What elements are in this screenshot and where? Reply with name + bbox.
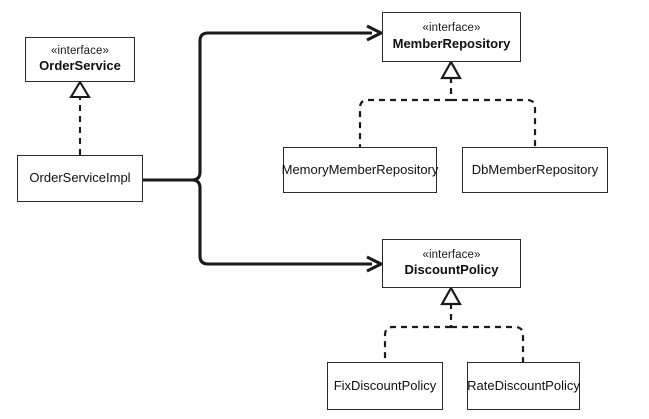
open-arrow-icon — [366, 24, 385, 42]
realization-dashed-branch-right — [451, 98, 537, 147]
class-box-order-service-impl[interactable]: OrderServiceImpl — [17, 155, 143, 202]
class-name-label: MemberRepository — [392, 35, 511, 51]
realization-dashed-branch-right — [451, 325, 525, 362]
class-name-label: DbMemberRepository — [471, 161, 599, 177]
class-name-label: OrderServiceImpl — [29, 170, 131, 186]
edge-order-service-impl-to-discount-policy — [143, 178, 385, 273]
hollow-triangle-icon — [440, 59, 462, 80]
class-box-fix-discount-policy[interactable]: FixDiscountPolicy — [327, 362, 443, 410]
class-name-label: OrderService — [39, 58, 121, 74]
open-arrow-icon — [366, 255, 385, 273]
class-box-rate-discount-policy[interactable]: RateDiscountPolicy — [467, 362, 580, 410]
class-box-db-member-repository[interactable]: DbMemberRepository — [462, 147, 608, 193]
edge-member-repository-implementations — [358, 59, 537, 147]
realization-dashed-branch-left — [383, 325, 451, 362]
class-box-order-service[interactable]: «interface» OrderService — [25, 37, 135, 82]
class-name-label: DiscountPolicy — [404, 262, 499, 278]
class-box-member-repository[interactable]: «interface» MemberRepository — [382, 12, 521, 62]
class-name-label: FixDiscountPolicy — [333, 377, 437, 393]
class-name-label: MemoryMemberRepository — [281, 161, 439, 177]
realization-dashed-branch-left — [358, 98, 451, 147]
hollow-triangle-icon — [440, 285, 462, 306]
stereotype-label: «interface» — [51, 44, 109, 57]
class-name-label: RateDiscountPolicy — [467, 377, 580, 393]
edge-discount-policy-implementations — [383, 285, 525, 362]
class-box-memory-member-repository[interactable]: MemoryMemberRepository — [281, 147, 439, 193]
dependency-solid-line — [143, 178, 372, 266]
edge-order-service-impl-to-order-service — [69, 79, 91, 155]
stereotype-label: «interface» — [422, 22, 481, 35]
stereotype-label: «interface» — [422, 248, 481, 261]
hollow-triangle-icon — [69, 79, 91, 99]
class-box-discount-policy[interactable]: «interface» DiscountPolicy — [382, 239, 521, 288]
